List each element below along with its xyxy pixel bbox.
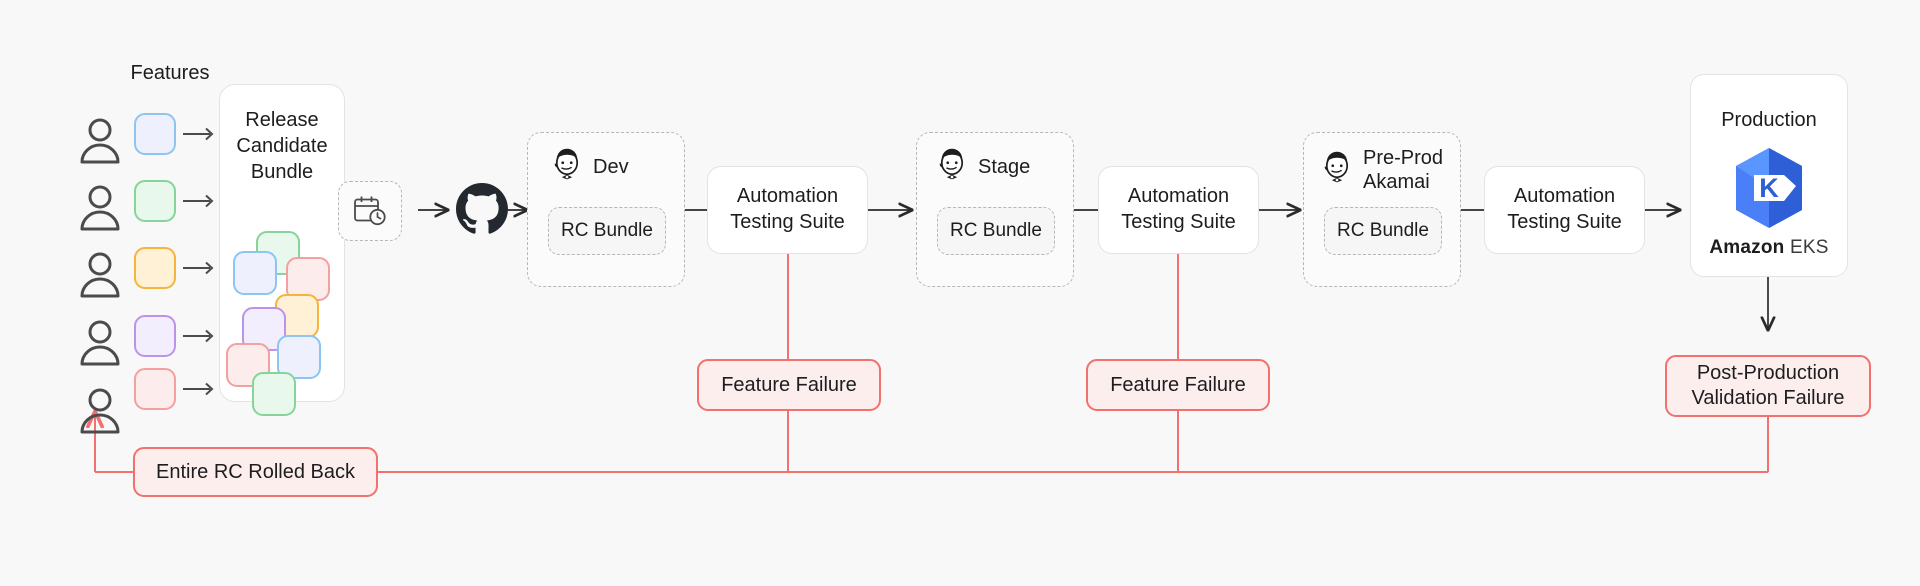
rc-bundle-label: RC Bundle xyxy=(1337,219,1429,241)
amazon-eks-icon: K xyxy=(1736,148,1802,229)
environment-name: Pre-Prod Akamai xyxy=(1363,147,1444,193)
automation-testing-suite-label: Automation Testing Suite xyxy=(1507,185,1622,233)
feature-square[interactable] xyxy=(134,247,176,289)
automation-testing-suite-1[interactable]: Automation Testing Suite xyxy=(707,166,868,254)
failure-label: Feature Failure xyxy=(1110,373,1246,396)
github-icon xyxy=(456,183,508,234)
arrow-right-icon xyxy=(183,194,214,208)
arrow-right-icon xyxy=(183,329,214,343)
environment-name: Dev xyxy=(593,156,629,178)
production-title: Production xyxy=(1721,108,1817,131)
failure-label: Feature Failure xyxy=(721,373,857,396)
jenkins-icon xyxy=(554,148,579,180)
automation-testing-suite-2[interactable]: Automation Testing Suite xyxy=(1098,166,1259,254)
amazon-eks-wordmark: Amazon EKS xyxy=(1709,237,1828,259)
automation-testing-suite-3[interactable]: Automation Testing Suite xyxy=(1484,166,1645,254)
rc-bundle-label: RC Bundle xyxy=(950,219,1042,241)
rc-bundle-chip[interactable]: RC Bundle xyxy=(937,207,1055,255)
failure-pill-2[interactable]: Feature Failure xyxy=(1086,359,1270,411)
schedule-trigger-box[interactable] xyxy=(338,181,402,241)
feature-row xyxy=(78,320,122,366)
person-icon xyxy=(80,388,120,434)
production-card[interactable]: Production K Amazon EKS xyxy=(1690,74,1848,277)
bundle-mini-square xyxy=(252,372,296,416)
eks-product: EKS xyxy=(1789,237,1829,259)
release-candidate-bundle-card[interactable]: Release Candidate Bundle xyxy=(219,84,345,416)
feature-square[interactable] xyxy=(134,113,176,155)
automation-testing-suite-label: Automation Testing Suite xyxy=(730,185,845,233)
rollback-pill[interactable]: Entire RC Rolled Back xyxy=(133,447,378,497)
failure-pill-1[interactable]: Feature Failure xyxy=(697,359,881,411)
person-icon xyxy=(80,252,120,298)
person-icon xyxy=(80,185,120,231)
automation-testing-suite-label: Automation Testing Suite xyxy=(1121,185,1236,233)
failure-label: Post-Production Validation Failure xyxy=(1691,362,1845,409)
arrow-right-icon xyxy=(183,261,214,275)
environment-card-dev[interactable]: Dev RC Bundle xyxy=(527,132,685,287)
rc-bundle-label: RC Bundle xyxy=(561,219,653,241)
rollback-label: Entire RC Rolled Back xyxy=(156,460,355,483)
feature-square[interactable] xyxy=(134,315,176,357)
jenkins-icon xyxy=(1324,151,1349,183)
feature-row xyxy=(78,185,122,231)
person-icon xyxy=(80,118,120,164)
rc-bundle-chip[interactable]: RC Bundle xyxy=(1324,207,1442,255)
bundle-mini-square xyxy=(233,251,277,295)
bundle-mini-square xyxy=(286,257,330,301)
rc-bundle-chip[interactable]: RC Bundle xyxy=(548,207,666,255)
github-repository[interactable] xyxy=(456,183,508,235)
feature-row xyxy=(78,252,122,298)
feature-square[interactable] xyxy=(134,368,176,410)
environment-card-stage[interactable]: Stage RC Bundle xyxy=(916,132,1074,287)
calendar-clock-icon xyxy=(354,196,386,226)
environment-name: Stage xyxy=(978,156,1031,178)
eks-logo-letter: K xyxy=(1759,173,1779,203)
arrow-right-icon xyxy=(183,382,214,396)
eks-brand: Amazon xyxy=(1709,237,1785,259)
features-title: Features xyxy=(130,62,210,84)
failure-pill-3[interactable]: Post-Production Validation Failure xyxy=(1665,355,1871,417)
bundle-mini-square xyxy=(277,335,321,379)
feature-row xyxy=(78,388,122,434)
person-icon xyxy=(80,320,120,366)
feature-square[interactable] xyxy=(134,180,176,222)
release-candidate-bundle-title: Release Candidate Bundle xyxy=(236,109,328,183)
environment-card-preprod[interactable]: Pre-Prod Akamai RC Bundle xyxy=(1303,132,1461,287)
arrow-right-icon xyxy=(183,127,214,141)
jenkins-icon xyxy=(939,148,964,180)
feature-row xyxy=(78,118,122,164)
amazon-eks-logo: K Amazon EKS xyxy=(1709,145,1828,259)
